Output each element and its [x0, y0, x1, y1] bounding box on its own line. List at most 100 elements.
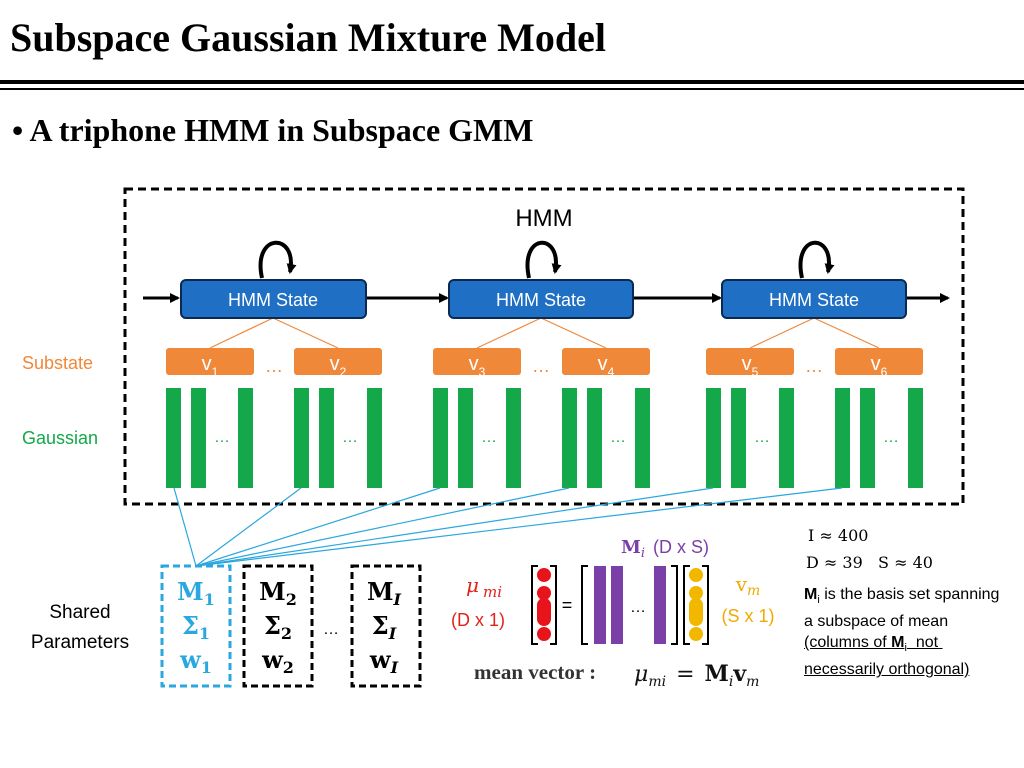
- substate-v2-base: v: [330, 353, 340, 375]
- M-matrix-ellipsis: …: [630, 599, 646, 616]
- param-set-I-S: Σ: [372, 611, 389, 640]
- svg-text:M2: M2: [259, 577, 297, 609]
- substate-v3: v3: [433, 348, 521, 379]
- v-label: v: [735, 572, 748, 596]
- mu-dim: (D x 1): [451, 610, 505, 630]
- hmm-state-1-label: HMM State: [228, 290, 318, 310]
- v-sub: m: [747, 583, 760, 599]
- shared-param-links: [173, 487, 843, 567]
- svg-text:ΣI: ΣI: [372, 611, 397, 643]
- param-set-1-S: Σ: [182, 611, 199, 640]
- param-ellipsis: …: [323, 621, 339, 638]
- approx-line-2: D ≈ 39 S ≈ 40: [806, 553, 933, 572]
- substate-v6: v6: [835, 348, 923, 379]
- substate-ellipsis-3: …: [805, 356, 823, 376]
- param-set-1-M: M: [177, 577, 204, 606]
- gaussian-bar: [319, 388, 334, 488]
- svg-text:w1: w1: [179, 645, 212, 677]
- param-set-I-M-sub: I: [393, 590, 402, 609]
- svg-text:μmi: μmi: [466, 573, 502, 601]
- gaussian-bars: [166, 388, 923, 488]
- svg-text:Mi(D x S): Mi(D x S): [621, 537, 709, 561]
- self-loop-2: [525, 240, 562, 279]
- substate-v5: v5: [706, 348, 794, 379]
- note-underline-bold: M: [891, 634, 905, 652]
- note-underline: (columns of Mi not necessarily orthogona…: [804, 634, 969, 678]
- substate-ellipsis-2: …: [532, 356, 550, 376]
- svg-text:M1: M1: [177, 577, 215, 609]
- gaussian-bar: [587, 388, 602, 488]
- svg-text:Σ1: Σ1: [182, 611, 210, 643]
- formula-rhs-v: v: [732, 661, 747, 687]
- substate-v2: v2: [294, 348, 382, 379]
- hmm-state-2-label: HMM State: [496, 290, 586, 310]
- substate-v4: v4: [562, 348, 650, 379]
- shared-label-line2: Parameters: [31, 632, 129, 653]
- self-loop-3: [798, 240, 835, 279]
- param-set-I-w: w: [369, 645, 392, 674]
- M-dim: (D x S): [653, 537, 709, 557]
- gaussian-bar: [458, 388, 473, 488]
- bullet-line: • A triphone HMM in Subspace GMM: [12, 112, 533, 149]
- substate-v6-base: v: [871, 353, 881, 375]
- param-set-2-M: M: [259, 577, 286, 606]
- gaussian-bar: [835, 388, 850, 488]
- formula-lhs: μ: [634, 662, 648, 687]
- shared-label-line1: Shared: [49, 602, 110, 623]
- substate-v3-base: v: [469, 353, 479, 375]
- param-set-2-w: w: [261, 645, 284, 674]
- gaussian-ellipsis-3: …: [481, 429, 497, 446]
- note-underline-sub: i: [904, 642, 907, 655]
- param-set-2-w-sub: 2: [283, 658, 294, 677]
- gaussian-bar: [367, 388, 382, 488]
- state-substate-links: [209, 317, 880, 349]
- gaussian-ellipsis-5: …: [754, 429, 770, 446]
- param-set-I: MI ΣI wI: [350, 564, 422, 688]
- substate-v5-sub: 5: [752, 365, 759, 379]
- param-set-1-w: w: [179, 645, 202, 674]
- svg-text:μmi=Mivm: μmi=Mivm: [634, 661, 759, 690]
- gaussian-ellipsis-1: …: [214, 429, 230, 446]
- param-set-1-M-sub: 1: [204, 590, 215, 609]
- bullet-text: A triphone HMM in Subspace GMM: [29, 112, 534, 148]
- svg-text:v6: v6: [871, 353, 888, 379]
- formula-rhs-M: M: [705, 661, 729, 687]
- M-label: M: [621, 537, 641, 558]
- param-set-2: M2 Σ2 w2: [242, 564, 314, 688]
- svg-text:Σ2: Σ2: [264, 611, 292, 643]
- gaussian-bar: [562, 388, 577, 488]
- hmm-state-3: HMM State: [721, 279, 907, 319]
- note-bold-M: M: [804, 586, 818, 603]
- param-set-I-w-sub: I: [390, 658, 399, 677]
- substate-v5-base: v: [742, 353, 752, 375]
- gaussian-ellipsis-4: …: [610, 429, 626, 446]
- hmm-frame: [123, 187, 965, 506]
- gaussian-bar: [635, 388, 650, 488]
- M-matrix: …: [581, 565, 678, 645]
- v-dim: (S x 1): [721, 606, 774, 626]
- gaussian-bar: [506, 388, 521, 488]
- substate-v4-base: v: [598, 353, 608, 375]
- mu-vector-middle: [537, 598, 551, 626]
- substate-v3-sub: 3: [479, 365, 486, 379]
- gaussian-bar: [191, 388, 206, 488]
- gaussian-bar: [779, 388, 794, 488]
- hmm-state-2: HMM State: [448, 279, 634, 319]
- note-underline-rest: not necessarily orthogonal): [804, 634, 970, 679]
- formula-lhs-sub: mi: [648, 674, 666, 690]
- svg-text:v1: v1: [202, 353, 219, 379]
- param-set-1-S-sub: 1: [199, 624, 210, 643]
- substate-v1-sub: 1: [212, 365, 219, 379]
- svg-text:w2: w2: [261, 645, 294, 677]
- basis-note: Mi is the basis set spanning a subspace …: [804, 584, 1004, 680]
- param-set-1: M1 Σ1 w1: [160, 564, 232, 688]
- substate-v4-sub: 4: [608, 365, 615, 379]
- substate-v2-sub: 2: [340, 365, 347, 379]
- hmm-state-1: HMM State: [180, 279, 367, 319]
- param-set-I-S-sub: I: [388, 624, 397, 643]
- note-bold-sub: i: [817, 594, 820, 607]
- gaussian-bar: [294, 388, 309, 488]
- gaussian-ellipsis-2: …: [342, 429, 358, 446]
- param-set-2-S-sub: 2: [281, 624, 292, 643]
